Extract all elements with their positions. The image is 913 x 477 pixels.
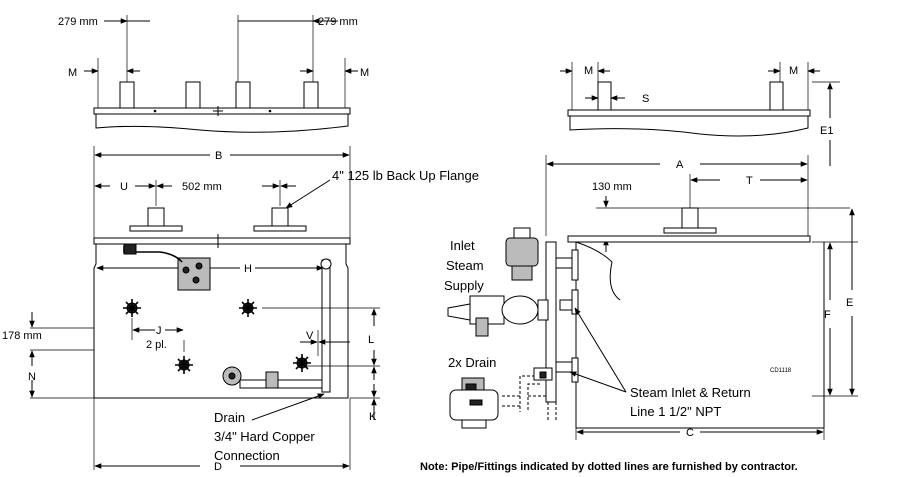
dim-178: 178 mm — [2, 330, 42, 342]
dim-s: S — [642, 93, 649, 105]
dim-279-left: 279 mm — [58, 16, 98, 28]
element-4 — [293, 354, 311, 372]
side-view — [447, 155, 858, 440]
dim-l: L — [368, 334, 374, 346]
dim-j: J — [156, 325, 162, 337]
dim-502: 502 mm — [182, 181, 222, 193]
dim-m-side-left: M — [584, 65, 593, 77]
dim-m-side-right: M — [789, 65, 798, 77]
steam-line-label-2: Line 1 1/2" NPT — [630, 404, 721, 419]
dim-v: V — [306, 330, 314, 342]
steam-line-label-1: Steam Inlet & Return — [630, 385, 751, 400]
inlet-label-1: Inlet — [450, 238, 475, 253]
dim-d: D — [214, 461, 222, 473]
drain-label-1: Drain — [214, 410, 245, 425]
dim-c: C — [686, 427, 694, 439]
element-2 — [239, 299, 257, 317]
dim-b: B — [215, 150, 222, 162]
contractor-note: Note: Pipe/Fittings indicated by dotted … — [420, 461, 798, 473]
dimension-labels: 279 mm 279 mm M M M M S E1 B U 502 mm A … — [2, 16, 853, 473]
element-3 — [175, 356, 193, 374]
drain2x-label: 2x Drain — [448, 355, 496, 370]
drain-label-3: Connection — [214, 448, 280, 463]
dim-j-note: 2 pl. — [146, 339, 167, 351]
element-1 — [123, 299, 141, 317]
inlet-label-3: Supply — [444, 278, 484, 293]
top-view-left — [84, 15, 358, 133]
dim-u: U — [120, 181, 128, 193]
dim-130: 130 mm — [592, 181, 632, 193]
drain-label-2: 3/4" Hard Copper — [214, 429, 315, 444]
dim-t: T — [746, 175, 753, 187]
top-view-right — [560, 62, 840, 166]
dim-e1: E1 — [820, 125, 833, 137]
dim-e: E — [846, 297, 853, 309]
dim-k: K — [369, 411, 377, 423]
dim-f: F — [824, 309, 831, 321]
dim-n: N — [28, 371, 36, 383]
dim-m-left: M — [68, 67, 77, 79]
front-view — [29, 146, 380, 470]
dim-h: H — [244, 263, 252, 275]
inlet-label-2: Steam — [446, 258, 484, 273]
dim-a: A — [676, 159, 684, 171]
drawing-code: CD1118 — [770, 368, 792, 374]
callout-labels: 4" 125 lb Back Up Flange Inlet Steam Sup… — [214, 168, 792, 463]
flange-label: 4" 125 lb Back Up Flange — [332, 168, 479, 183]
dim-m-right: M — [360, 67, 369, 79]
dim-279-right: 279 mm — [318, 16, 358, 28]
